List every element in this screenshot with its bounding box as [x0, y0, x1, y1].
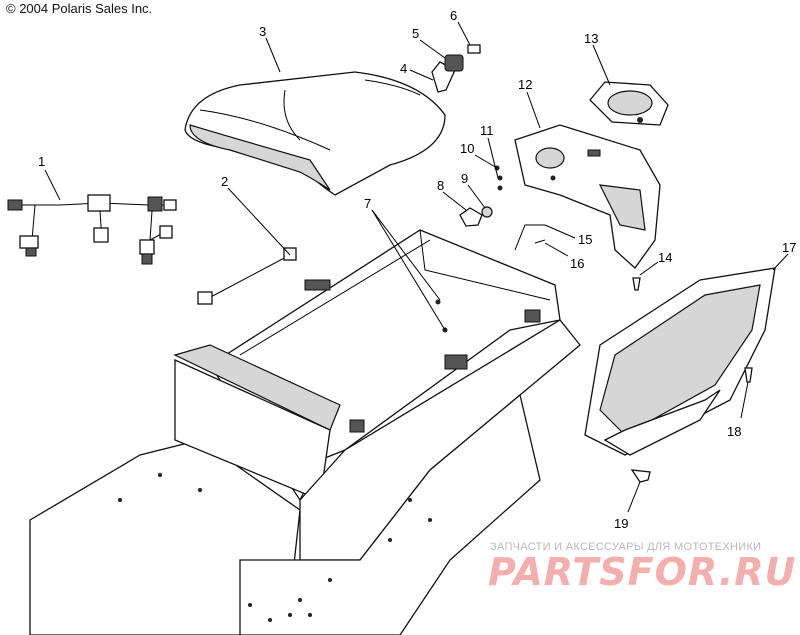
- part-18-fastener: [744, 367, 753, 383]
- callout-15: 15: [578, 232, 592, 247]
- callout-6: 6: [450, 8, 457, 23]
- callout-8: 8: [437, 178, 444, 193]
- callout-19: 19: [614, 516, 628, 531]
- callout-2: 2: [221, 174, 228, 189]
- rivet-holes: [118, 473, 432, 622]
- callout-13: 13: [584, 31, 598, 46]
- tunnel-storage-box: [29, 229, 581, 635]
- copyright-notice: © 2004 Polaris Sales Inc.: [6, 1, 153, 16]
- callout-labels: 1 2 3 4 5 6 7 8 9 10 11 12 13 14 15 16 1…: [38, 8, 796, 531]
- callout-4: 4: [400, 61, 407, 76]
- part-3-seat: [184, 71, 446, 196]
- part-17-side-panel: [584, 267, 776, 456]
- part-14-clip: [632, 277, 641, 291]
- callout-7: 7: [364, 196, 371, 211]
- callout-1: 1: [38, 154, 45, 169]
- callout-9: 9: [461, 171, 468, 186]
- callout-5: 5: [412, 26, 419, 41]
- part-2-cable: [197, 247, 297, 305]
- part-15-16-bracket: [514, 224, 546, 251]
- part-4-5-6-switch: [431, 44, 481, 93]
- callout-10: 10: [460, 141, 474, 156]
- callout-3: 3: [259, 24, 266, 39]
- callout-18: 18: [727, 424, 741, 439]
- callout-16: 16: [570, 256, 584, 271]
- callout-11: 11: [480, 123, 494, 138]
- callout-14: 14: [658, 250, 672, 265]
- watermark-logo: PARTSFOR.RU: [488, 550, 797, 594]
- part-12-rear-housing: [514, 124, 661, 269]
- part-1-wiring-harness: [7, 194, 177, 265]
- leader-lines: [44, 21, 789, 513]
- callout-17: 17: [782, 240, 796, 255]
- watermark-tagline: ЗАПЧАСТИ И АКСЕССУАРЫ ДЛЯ МОТОТЕХНИКИ: [490, 541, 762, 553]
- part-13-tail-light: [589, 81, 669, 126]
- part-19-fastener: [630, 469, 651, 483]
- callout-12: 12: [518, 77, 532, 92]
